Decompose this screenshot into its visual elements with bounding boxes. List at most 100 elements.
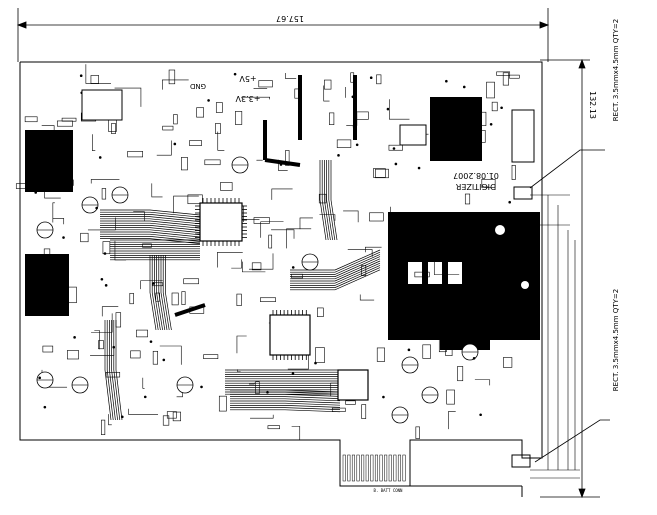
bus-trace bbox=[100, 225, 201, 231]
smd-part bbox=[345, 400, 356, 405]
smd-part bbox=[499, 293, 510, 299]
signal-trace bbox=[236, 335, 247, 354]
via bbox=[407, 348, 411, 352]
smd-part bbox=[336, 139, 352, 148]
signal-trace bbox=[285, 72, 297, 79]
bus-trace bbox=[230, 400, 341, 404]
signal-trace bbox=[271, 188, 293, 200]
edge-finger bbox=[384, 454, 388, 482]
smd-part bbox=[215, 123, 221, 134]
signal-trace bbox=[365, 246, 382, 253]
smd-part bbox=[115, 312, 122, 328]
smd-part bbox=[136, 329, 148, 338]
bus-trace bbox=[160, 255, 168, 331]
via bbox=[314, 361, 317, 365]
signal-trace bbox=[176, 392, 183, 398]
smd-part bbox=[162, 415, 170, 426]
signal-trace bbox=[142, 377, 145, 389]
smd-part bbox=[350, 72, 355, 83]
via bbox=[103, 252, 107, 255]
via bbox=[355, 143, 359, 147]
bus-trace bbox=[230, 391, 341, 395]
bus-trace bbox=[106, 320, 114, 421]
bus-trace bbox=[230, 402, 341, 406]
bus-trace bbox=[109, 320, 116, 421]
signal-trace bbox=[87, 217, 116, 231]
via bbox=[430, 156, 434, 159]
signal-trace bbox=[217, 131, 225, 151]
smd-part bbox=[187, 194, 203, 205]
signal-trace bbox=[448, 410, 456, 430]
edge-finger bbox=[365, 454, 369, 482]
bus-trace bbox=[230, 405, 341, 408]
via bbox=[514, 222, 518, 226]
smd-part bbox=[480, 130, 486, 143]
bus-trace bbox=[162, 255, 170, 331]
right-dimension-lines bbox=[530, 194, 580, 479]
smd-part bbox=[218, 395, 227, 412]
signal-trace bbox=[359, 294, 375, 301]
signal-trace bbox=[481, 282, 492, 290]
via bbox=[104, 284, 108, 287]
smd-part bbox=[511, 164, 516, 180]
bus-trace bbox=[100, 229, 201, 236]
via bbox=[464, 236, 468, 239]
bus-trace bbox=[324, 160, 331, 241]
trace-layer bbox=[41, 64, 492, 440]
smd-part bbox=[361, 265, 367, 276]
smd-part bbox=[215, 102, 223, 113]
signal-trace bbox=[91, 313, 113, 333]
via bbox=[73, 336, 76, 339]
signal-trace bbox=[217, 251, 243, 268]
bus-trace bbox=[330, 160, 338, 241]
width-dimension bbox=[16, 8, 550, 62]
bus-trace bbox=[326, 160, 333, 241]
signal-trace bbox=[347, 249, 373, 257]
smd-part bbox=[45, 162, 59, 169]
smd-part bbox=[331, 407, 346, 412]
smd-part bbox=[168, 69, 176, 85]
via bbox=[152, 282, 155, 285]
digitizer-hole-1 bbox=[495, 225, 505, 235]
smd-part bbox=[130, 350, 141, 359]
smd-part bbox=[189, 306, 205, 314]
smd-part bbox=[388, 144, 403, 151]
smd-part bbox=[294, 88, 301, 99]
smd-part bbox=[111, 123, 116, 134]
smd-part bbox=[503, 357, 513, 368]
signal-trace bbox=[114, 87, 142, 107]
signal-trace bbox=[271, 229, 295, 239]
regulator-block-2 bbox=[25, 254, 69, 316]
board-outline bbox=[19, 61, 543, 497]
height-dimension bbox=[540, 58, 600, 499]
smd-part bbox=[268, 234, 273, 249]
bus-trace bbox=[328, 160, 336, 241]
usb-chip bbox=[399, 124, 427, 146]
smd-part bbox=[445, 340, 453, 356]
signal-trace bbox=[242, 261, 266, 273]
rect-cutout-bottom bbox=[511, 454, 531, 468]
plus5v-label: +5V bbox=[239, 74, 257, 83]
smd-part bbox=[462, 314, 471, 331]
bus-trace bbox=[319, 160, 327, 241]
bus-trace bbox=[104, 320, 112, 421]
smd-part bbox=[509, 74, 520, 79]
bus-trace bbox=[290, 267, 381, 288]
via bbox=[173, 142, 177, 146]
smd-part bbox=[438, 251, 450, 260]
bus-trace bbox=[290, 265, 381, 286]
smd-part bbox=[376, 347, 385, 362]
component-layer bbox=[15, 69, 520, 482]
via bbox=[143, 395, 147, 399]
smd-part bbox=[15, 183, 32, 189]
smd-part bbox=[90, 75, 99, 84]
smd-part bbox=[491, 101, 498, 112]
via bbox=[474, 339, 477, 343]
smd-part bbox=[260, 297, 276, 302]
via bbox=[120, 415, 124, 419]
date-label: 01.08.2007 bbox=[453, 171, 499, 180]
gnd-label: GND bbox=[190, 82, 206, 90]
smd-part bbox=[43, 248, 51, 262]
bus-trace bbox=[165, 255, 172, 331]
